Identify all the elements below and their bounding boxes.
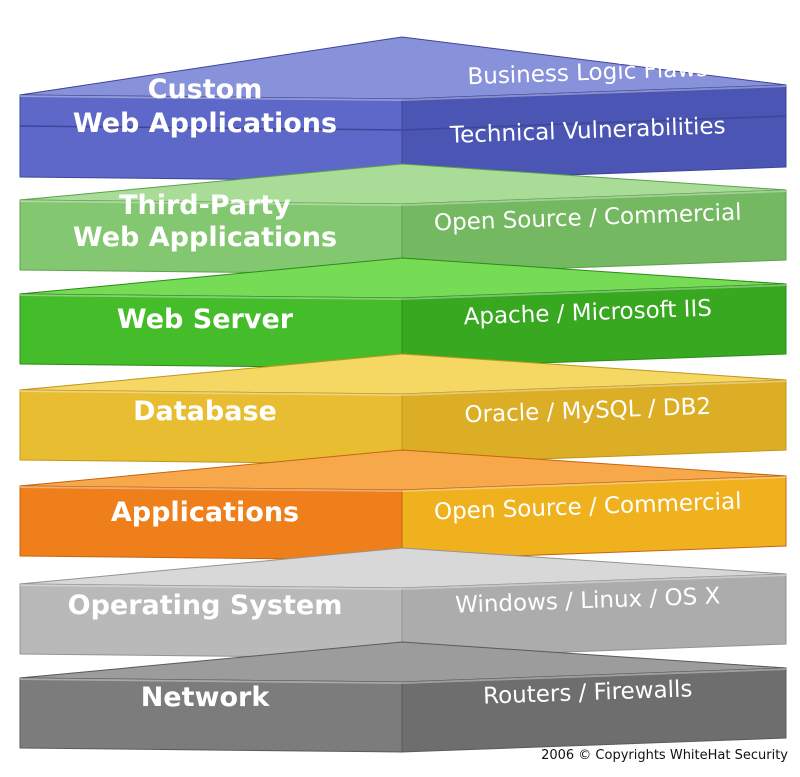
layer-label: Database [133,396,277,427]
layer-right-face [401,189,787,275]
layer-label: Network [141,682,271,713]
layer-edge-highlight [19,380,787,397]
layer-label: Web Applications [73,222,337,253]
layer-label: Third-Party [119,190,291,221]
layer-right-face [401,573,787,659]
layer-label: Operating System [68,590,343,621]
layer-label: Custom [148,74,263,105]
layer-label: Web Applications [73,108,337,139]
layer-label: Applications [111,497,299,528]
layer-label: Web Server [117,304,294,335]
layer-right-face [401,84,787,182]
layer-divider [19,115,787,131]
layer-right-face [401,283,787,369]
layer-edge-highlight [19,85,787,102]
layer-right-face [401,475,787,561]
copyright-notice: 2006 © Copyrights WhiteHat Security [541,748,788,763]
layer-right-face [401,667,787,753]
layer-edge-highlight [19,574,787,591]
layer-edge-highlight [19,190,787,207]
layer-edge-highlight [19,476,787,493]
layer-edge-highlight [19,668,787,685]
layer-right-face [401,379,787,465]
layer-edge-highlight [19,284,787,301]
